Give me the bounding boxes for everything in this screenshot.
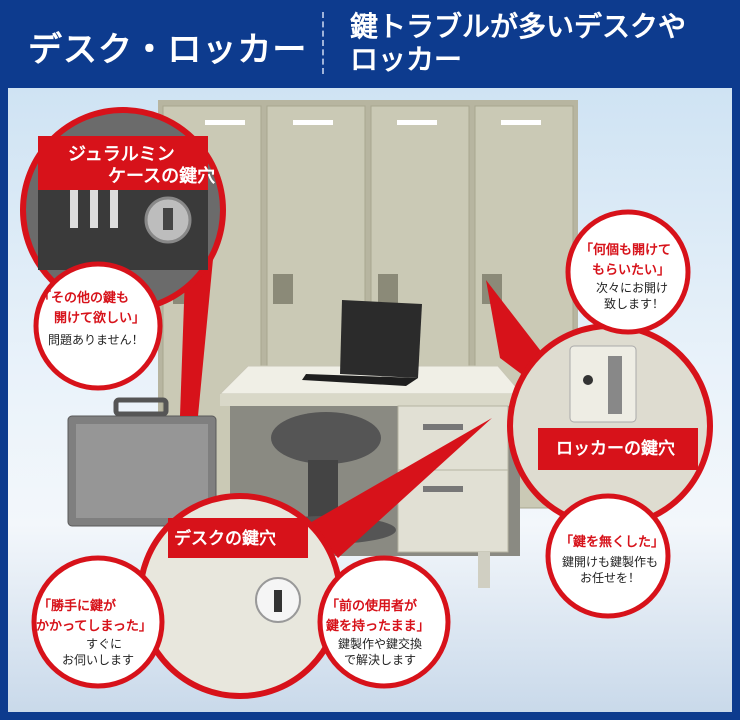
bubble-prev-user: 「前の使用者が 鍵を持ったまま」 鍵製作や鍵交換 で解決します bbox=[317, 555, 451, 689]
bubble-other-keys-title-1: 「その他の鍵も bbox=[38, 290, 129, 306]
subtitle-line-2: ロッカー bbox=[350, 43, 463, 76]
bubble-prev-user-title-2: 鍵を持ったまま」 bbox=[326, 618, 430, 634]
briefcase bbox=[67, 397, 217, 527]
header-bar: デスク・ロッカー 鍵トラブルが多いデスクや ロッカー bbox=[0, 0, 740, 88]
page-subtitle: 鍵トラブルが多いデスクや ロッカー bbox=[350, 10, 710, 76]
bubble-locked-self-title-2: かかってしまった」 bbox=[36, 619, 152, 634]
bubble-lost-key-body-2: お任せを！ bbox=[580, 571, 640, 585]
bubble-many-open: 「何個も開けて もらいたい」 次々にお開け 致します！ bbox=[565, 209, 691, 335]
bubble-many-open-title-1: 「何個も開けて bbox=[580, 242, 671, 258]
desk-keyhole-label: デスクの鍵穴 bbox=[174, 528, 276, 549]
bubble-locked-self-title-1: 「勝手に鍵が bbox=[38, 598, 116, 614]
bubble-many-open-title-2: もらいたい」 bbox=[592, 263, 670, 278]
scene-illustration: ジュラルミン ケースの鍵穴 ロッカーの鍵穴 デスクの鍵穴 bbox=[20, 100, 713, 699]
header-divider bbox=[322, 12, 324, 74]
bubble-lost-key-body-1: 鍵開けも鍵製作も bbox=[562, 554, 658, 569]
bubble-locked-self-body-2: お伺いします bbox=[62, 653, 134, 667]
bubble-other-keys-title-2: 開けて欲しい」 bbox=[54, 310, 145, 326]
bubble-lost-key: 「鍵を無くした」 鍵開けも鍵製作も お任せを！ bbox=[545, 493, 671, 619]
illustration-scene: ジュラルミン ケースの鍵穴 ロッカーの鍵穴 デスクの鍵穴 bbox=[8, 88, 732, 712]
duralumin-zoom-circle bbox=[20, 107, 226, 313]
bubble-lost-key-title-1: 「鍵を無くした」 bbox=[560, 534, 664, 550]
bubble-other-keys: 「その他の鍵も 開けて欲しい」 問題ありません！ bbox=[33, 261, 163, 391]
page-title: デスク・ロッカー bbox=[28, 30, 308, 70]
bubble-prev-user-title-1: 「前の使用者が bbox=[326, 598, 417, 614]
subtitle-line-1: 鍵トラブルが多いデスクや bbox=[350, 10, 687, 43]
duralumin-label-line-2: ケースの鍵穴 bbox=[108, 165, 215, 187]
bubble-prev-user-body-2: で解決します bbox=[344, 653, 416, 667]
bubble-locked-self: 「勝手に鍵が かかってしまった」 すぐに お伺いします bbox=[31, 555, 165, 689]
locker-zoom-circle bbox=[507, 323, 713, 529]
bubble-many-open-body-1: 次々にお開け bbox=[596, 281, 668, 295]
bubble-many-open-body-2: 致します！ bbox=[604, 297, 664, 311]
locker-keyhole-label: ロッカーの鍵穴 bbox=[556, 438, 675, 459]
pointer-desk bbox=[308, 418, 492, 558]
desk-zoom-circle bbox=[137, 493, 343, 699]
duralumin-label-line-1: ジュラルミン bbox=[68, 144, 175, 165]
bubble-locked-self-body-1: すぐに bbox=[86, 637, 122, 651]
bubble-prev-user-body-1: 鍵製作や鍵交換 bbox=[338, 636, 422, 651]
bubble-other-keys-body-1: 問題ありません！ bbox=[48, 333, 144, 347]
